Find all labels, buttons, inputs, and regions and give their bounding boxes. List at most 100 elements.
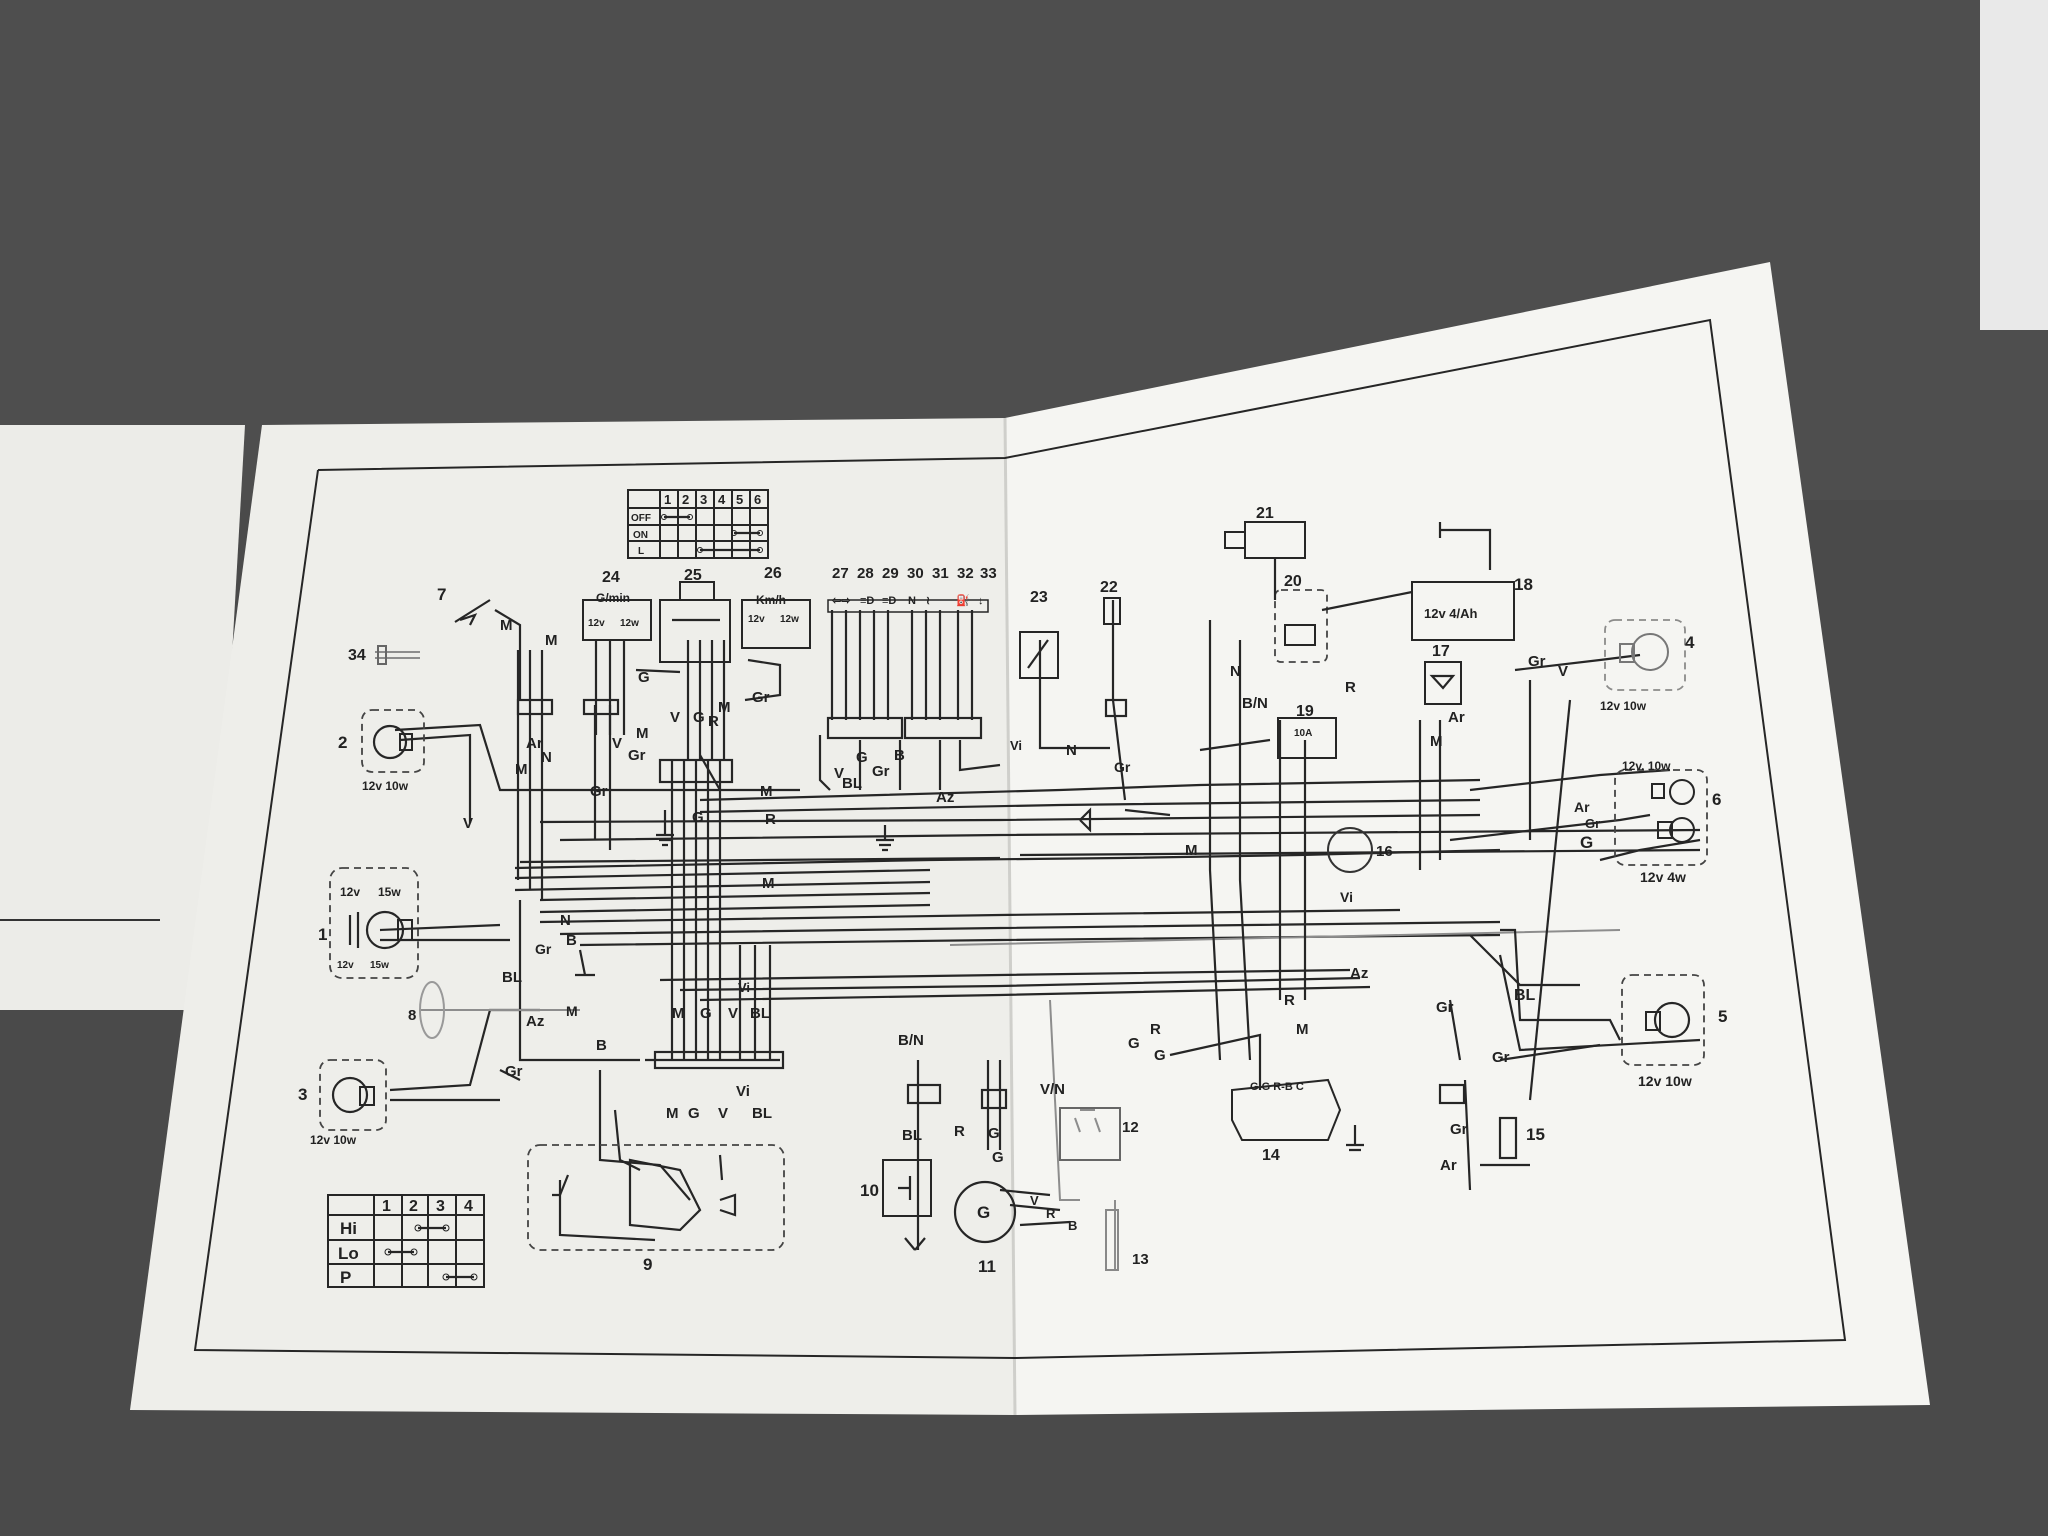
label-2: 2 (338, 733, 347, 752)
rating-battery: 12v 4/Ah (1424, 606, 1478, 621)
label-21: 21 (1256, 505, 1274, 522)
rating-5: 12v 10w (1638, 1073, 1692, 1089)
component-number-labels: 1 2 3 4 5 6 7 8 9 10 11 12 13 14 15 16 1… (298, 505, 1727, 1276)
wire-g-1: G (638, 669, 650, 686)
indicator-oil: ≀ (926, 595, 930, 607)
label-29: 29 (882, 565, 899, 582)
sw-bot-row-p: P (340, 1268, 351, 1287)
component-20-relay (1274, 589, 1413, 663)
wire-m-9: M (672, 1005, 685, 1022)
wire-n-2: N (560, 912, 571, 929)
component-26-speedometer (741, 599, 811, 649)
wire-v-8: V (1030, 1193, 1039, 1208)
wire-m-5: M (636, 725, 649, 742)
label-25: 25 (684, 567, 702, 584)
rating-labels: G/min Km/h 12v 12w 12v 12w 12v 15w 12v 1… (310, 591, 1692, 1147)
wire-m-11: M (1185, 842, 1198, 859)
indicator-symbols: ⇦⇨ ≡D ≡D N ≀ ⛽ ↓ (831, 594, 984, 607)
component-3-lamp (319, 1059, 387, 1131)
wire-m-10: M (666, 1105, 679, 1122)
sw-top-col-1: 1 (664, 492, 671, 507)
wire-g-5: G (688, 1105, 700, 1122)
label-13: 13 (1132, 1251, 1149, 1268)
wire-vn-1: V/N (1040, 1081, 1065, 1098)
label-9: 9 (643, 1255, 652, 1274)
component-23-switch (1019, 631, 1059, 679)
wire-vi-1: Vi (738, 980, 750, 995)
wire-ar-4: Ar (1440, 1157, 1457, 1174)
wire-ar-3: Ar (1574, 799, 1590, 815)
component-34 (375, 645, 420, 665)
wire-b-4: B (1068, 1218, 1077, 1233)
sw-top-col-5: 5 (736, 492, 743, 507)
paper-edge (1980, 0, 2048, 330)
wire-m-8: M (566, 1003, 578, 1019)
sw-top-col-3: 3 (700, 492, 707, 507)
indicator-temp: ↓ (978, 595, 984, 607)
wire-g-9: G (1154, 1047, 1166, 1064)
label-23: 23 (1030, 589, 1048, 606)
component-25-key-switch (659, 581, 731, 663)
wire-vi-3: Vi (1010, 738, 1022, 753)
wire-m-2: M (545, 632, 558, 649)
sw-bot-col-2: 2 (409, 1198, 418, 1215)
sw-bot-col-4: 4 (464, 1198, 473, 1215)
wire-n-3: N (1066, 742, 1077, 759)
rating-26a: 12v (748, 614, 765, 625)
label-1: 1 (318, 925, 327, 944)
rating-1c: 12v (337, 960, 354, 971)
sw-top-col-2: 2 (682, 492, 689, 507)
wire-v-3: V (612, 735, 622, 752)
wire-vi-2: Vi (736, 1083, 750, 1100)
tachometer-label: G/min (596, 591, 630, 605)
wire-g-10: G (988, 1125, 1000, 1142)
wire-az-1: Az (526, 1013, 544, 1030)
generator-symbol: G (977, 1203, 990, 1222)
wire-gr-4: Gr (535, 941, 552, 957)
wire-m-1: M (500, 617, 513, 634)
indicator-neutral: N (908, 595, 916, 607)
wire-bl-3: BL (752, 1105, 772, 1122)
indicators-27-33 (827, 599, 989, 613)
component-8-horn (419, 981, 445, 1039)
indicator-turn: ⇦⇨ (831, 595, 851, 607)
rating-24b: 12w (620, 618, 639, 629)
sw-bot-col-3: 3 (436, 1198, 445, 1215)
wire-r-3: R (1345, 679, 1356, 696)
label-10: 10 (860, 1181, 879, 1200)
switch-table-top: 1 2 3 4 5 6 OFF ON L (627, 489, 769, 559)
component-1-headlamp (329, 867, 419, 979)
component-15-switch (1480, 1116, 1530, 1167)
rating-6a: 12v. 10w (1622, 759, 1671, 773)
sw-bot-row-lo: Lo (338, 1244, 359, 1263)
component-18-battery (1411, 522, 1515, 641)
label-17: 17 (1432, 643, 1450, 660)
wire-bl-5: BL (902, 1127, 922, 1144)
wire-gr-6: Gr (872, 763, 890, 780)
wire-v-1: V (463, 815, 473, 832)
label-30: 30 (907, 565, 924, 582)
component-12-ignition-unit (1059, 1107, 1121, 1161)
component-6-lamp (1614, 769, 1708, 866)
wire-bl-4: BL (842, 775, 862, 792)
sheet-left-half (130, 418, 1015, 1415)
rating-6b: 12v 4w (1640, 869, 1686, 885)
wire-gr-5: Gr (505, 1063, 523, 1080)
speedometer-label: Km/h (756, 593, 786, 607)
wire-v-7: V (1558, 663, 1568, 680)
wire-ar-1: Ar (526, 735, 543, 752)
wire-m-6: M (760, 783, 773, 800)
wire-r-2: R (765, 811, 776, 828)
component-24-tachometer (582, 599, 652, 641)
sw-bot-col-1: 1 (382, 1198, 391, 1215)
component-10-switch (882, 1159, 932, 1217)
sw-top-row-off: OFF (631, 513, 651, 524)
label-11: 11 (978, 1257, 996, 1276)
wire-gr-8: Gr (1528, 653, 1546, 670)
wire-gr-3: Gr (628, 747, 646, 764)
wire-g-7: G (1580, 833, 1593, 852)
wire-n-1: N (541, 749, 552, 766)
label-33: 33 (980, 565, 997, 582)
wire-gr-12: Gr (1450, 1121, 1468, 1138)
rating-1a: 12v (340, 885, 360, 899)
